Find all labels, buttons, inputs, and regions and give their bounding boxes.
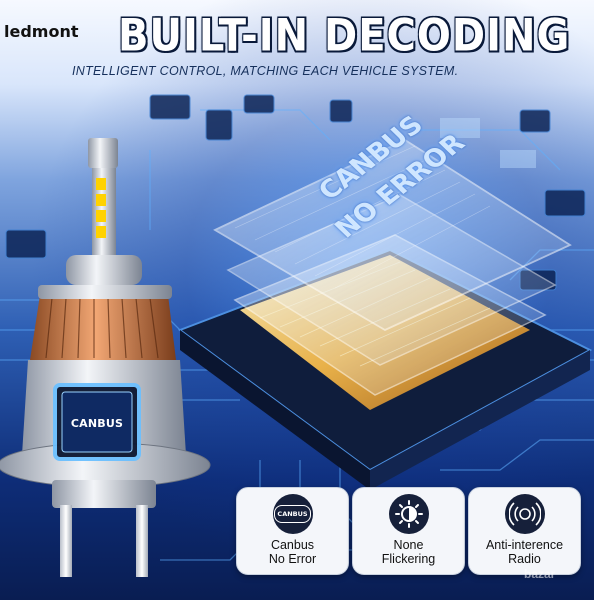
feature-label: Anti-interence Radio — [469, 538, 580, 566]
canbus-icon: CANBUS — [272, 494, 313, 534]
radio-waves-icon — [504, 494, 545, 534]
feature-badge-no-flicker: None Flickering — [352, 487, 465, 575]
feature-label-line1: Canbus — [270, 538, 315, 552]
feature-badge-canbus: CANBUS Canbus No Error — [236, 487, 349, 575]
headline: BUILT-IN DECODING — [118, 10, 571, 62]
feature-label-line2: Radio — [508, 552, 541, 566]
feature-label-line1: None — [393, 538, 424, 552]
feature-label: Canbus No Error — [237, 538, 348, 566]
feature-label-line2: Flickering — [381, 552, 436, 566]
bulb-canbus-chip-label: CANBUS — [70, 416, 124, 430]
brand-watermark: ledmont — [4, 22, 79, 41]
feature-label-line2: No Error — [268, 552, 317, 566]
corner-watermark: bazar — [524, 567, 556, 581]
sun-half-icon — [388, 494, 429, 534]
subheadline: INTELLIGENT CONTROL, MATCHING EACH VEHIC… — [72, 64, 459, 78]
feature-label-line1: Anti-interence — [485, 538, 564, 552]
feature-badge-anti-interference: Anti-interence Radio — [468, 487, 581, 575]
canbus-icon-text: CANBUS — [274, 505, 311, 523]
feature-label: None Flickering — [353, 538, 464, 566]
